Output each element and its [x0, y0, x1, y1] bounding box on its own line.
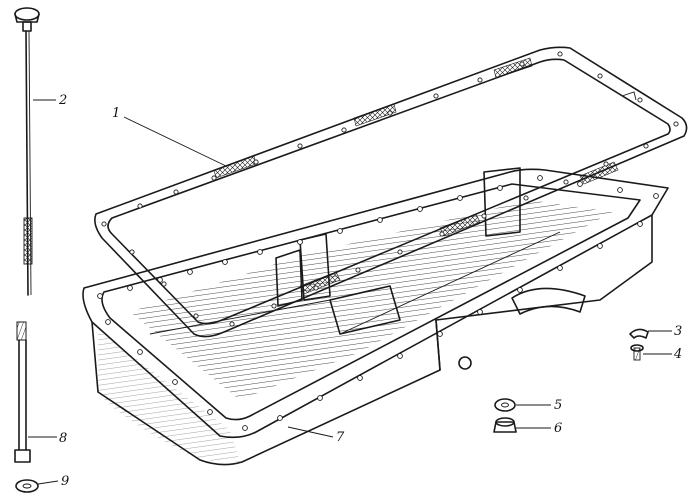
lock-washer [629, 328, 649, 339]
callout-6: 6 [554, 421, 562, 436]
drain-plug-gasket [494, 398, 516, 412]
dipstick-tube [14, 321, 31, 463]
washer [15, 479, 39, 493]
callout-3: 3 [674, 324, 682, 339]
oil-pan [82, 167, 669, 466]
bolt [630, 344, 644, 361]
drain-plug [493, 417, 517, 433]
callout-9: 9 [61, 474, 69, 489]
callout-2: 2 [58, 93, 67, 108]
leader-lines [28, 99, 672, 485]
dipstick [14, 7, 40, 296]
callout-1: 1 [112, 106, 120, 121]
gasket-holes [101, 51, 679, 327]
callout-8: 8 [59, 431, 67, 446]
callout-4: 4 [673, 347, 682, 362]
callout-7: 7 [336, 430, 345, 445]
gasket [94, 46, 688, 338]
callout-5: 5 [554, 398, 562, 413]
